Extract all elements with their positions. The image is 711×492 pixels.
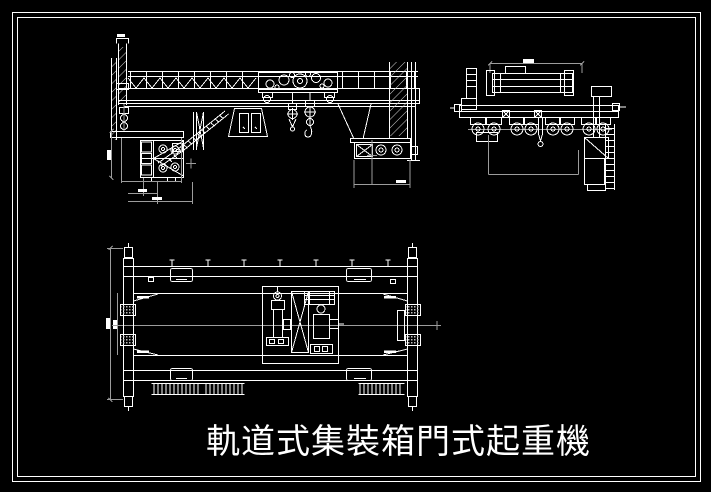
left-bogie [110, 104, 196, 182]
plan-gratings [151, 383, 405, 395]
sheet-border [11, 11, 702, 483]
hoist-drum [486, 66, 574, 96]
plan-girders [123, 259, 418, 381]
front-dimensions [107, 128, 411, 204]
drawing-title: 軌道式集裝箱門式起重機 [206, 423, 591, 461]
plan-dimensions [106, 245, 441, 403]
end-left-frame [450, 68, 477, 112]
right-leg-bogie [337, 62, 420, 161]
hook-blocks [287, 92, 316, 138]
end-carriage-beam [459, 105, 619, 118]
plan-view [106, 243, 441, 411]
front-elevation-view [107, 34, 420, 204]
end-dimension [487, 59, 585, 73]
end-view [450, 59, 626, 191]
end-carriage-left [120, 243, 136, 411]
bridge-girder [118, 71, 420, 107]
end-ladder [584, 86, 626, 191]
end-carriage-right [397, 243, 421, 411]
operator-cab [227, 106, 269, 137]
trolley [258, 71, 338, 103]
left-mast [111, 34, 129, 140]
trolley-plan-detail [262, 286, 344, 364]
wheel-assemblies [468, 117, 612, 175]
